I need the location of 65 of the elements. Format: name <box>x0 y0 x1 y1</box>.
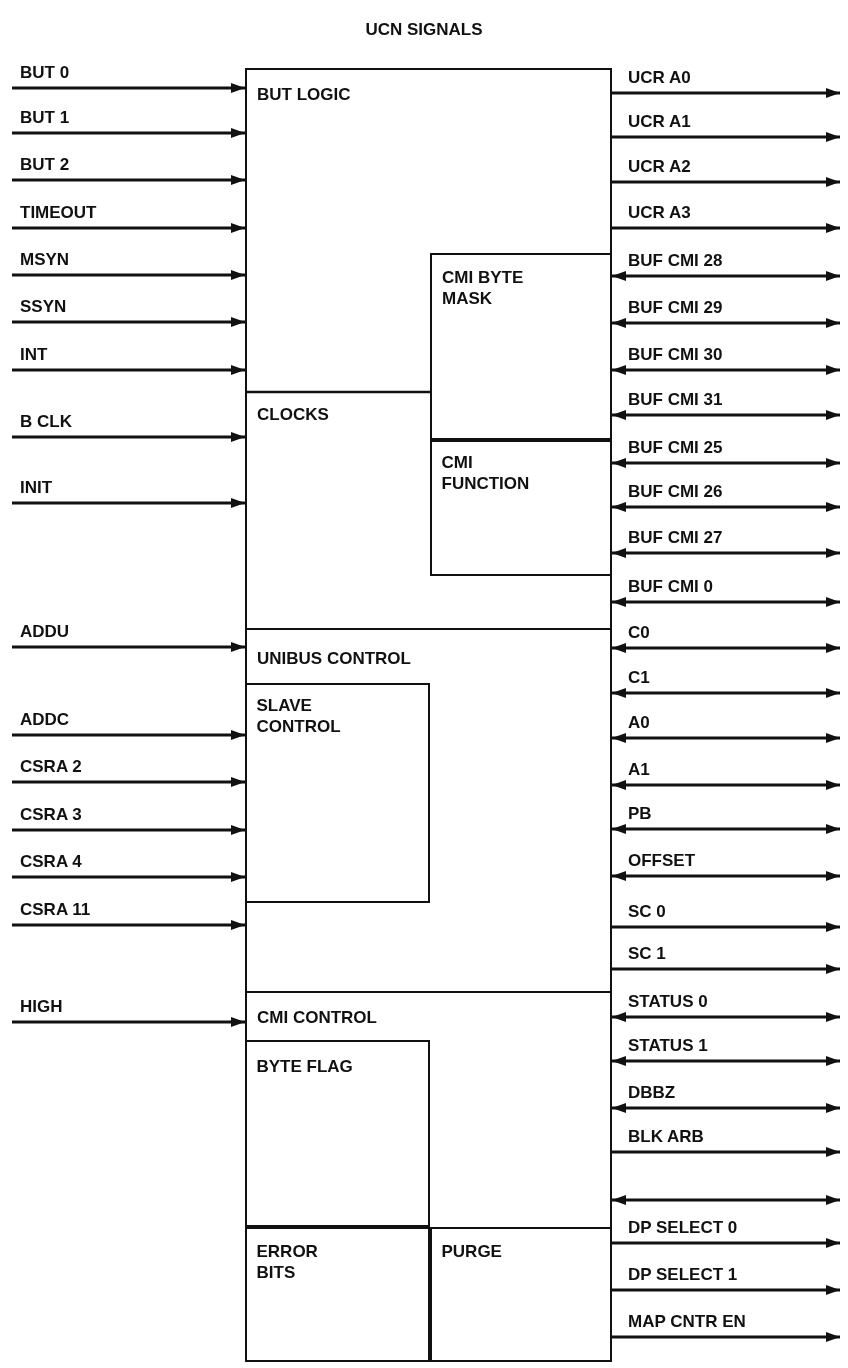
signal-arrow <box>12 825 245 835</box>
signal-arrow <box>12 432 245 442</box>
block-label: CMI BYTE MASK <box>442 267 525 309</box>
signal-arrow <box>12 1017 245 1027</box>
signal-arrow <box>612 410 840 420</box>
signal-arrow <box>12 498 245 508</box>
block-section <box>245 991 612 1362</box>
block-section <box>429 440 612 576</box>
block-section <box>244 1226 430 1362</box>
signal-arrow <box>612 643 840 653</box>
signal-arrow <box>12 920 245 930</box>
signal-arrow <box>612 223 840 233</box>
signal-arrow <box>12 270 245 280</box>
signal-arrow <box>612 177 840 187</box>
signal-arrow <box>12 777 245 787</box>
block-section <box>430 253 612 440</box>
signal-arrow <box>612 733 840 743</box>
block-label: PURGE <box>441 1240 503 1262</box>
block-label: UNIBUS CONTROL <box>257 648 412 669</box>
block-label: BYTE FLAG <box>256 1055 354 1077</box>
signal-arrow <box>612 88 840 98</box>
block-label: CMI FUNCTION <box>441 452 531 494</box>
signal-arrow <box>612 780 840 790</box>
block-section <box>245 68 612 392</box>
signal-arrow <box>612 871 840 881</box>
signal-arrow <box>612 964 840 974</box>
signal-arrow <box>12 223 245 233</box>
block-section <box>244 682 430 903</box>
signal-arrow <box>612 318 840 328</box>
signal-arrow <box>612 365 840 375</box>
signal-arrow <box>612 1285 840 1295</box>
signal-arrow <box>612 1147 840 1157</box>
diagram-title: UCN SIGNALS <box>364 20 484 40</box>
block-label: SLAVE CONTROL <box>256 694 342 737</box>
signal-arrow <box>612 1056 840 1066</box>
block-section <box>244 1039 430 1227</box>
signal-arrow <box>612 1238 840 1248</box>
signal-arrow <box>612 271 840 281</box>
signal-arrow <box>612 1195 840 1205</box>
block-label: ERROR BITS <box>256 1240 319 1283</box>
signal-arrow <box>612 1332 840 1342</box>
signal-arrow <box>12 642 245 652</box>
block-label: CMI CONTROL <box>257 1007 378 1028</box>
signal-arrow <box>12 317 245 327</box>
signal-arrow <box>12 83 245 93</box>
block-section <box>245 392 612 628</box>
signal-arrow <box>612 597 840 607</box>
signal-arrow <box>12 730 245 740</box>
signal-arrow <box>612 824 840 834</box>
signal-arrow <box>612 688 840 698</box>
block-section <box>245 628 612 991</box>
signal-arrow <box>612 502 840 512</box>
signal-arrow <box>612 458 840 468</box>
signal-arrow <box>12 128 245 138</box>
block-label: BUT LOGIC <box>257 84 352 105</box>
signal-arrow <box>12 175 245 185</box>
signal-arrow <box>612 1012 840 1022</box>
signal-arrow <box>12 872 245 882</box>
signal-arrow <box>12 365 245 375</box>
block-label: CLOCKS <box>257 404 330 425</box>
signal-arrow <box>612 548 840 558</box>
signal-arrow <box>612 132 840 142</box>
block-section <box>429 1226 612 1362</box>
signal-arrow <box>612 922 840 932</box>
signal-arrow <box>612 1103 840 1113</box>
